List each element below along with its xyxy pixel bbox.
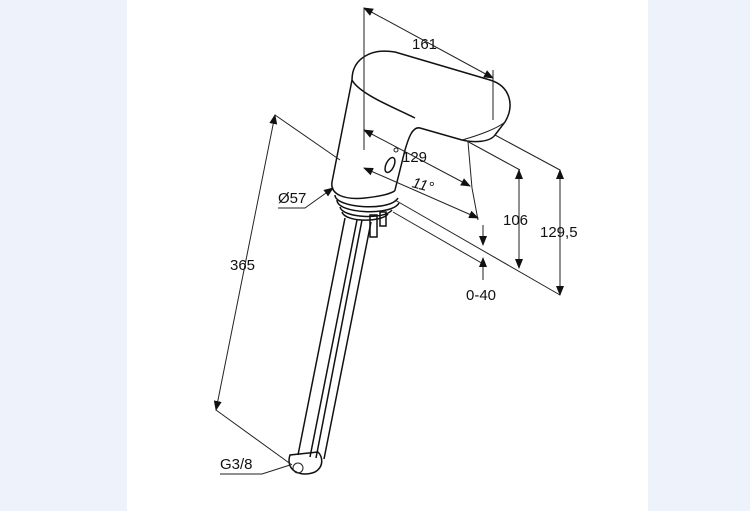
dimension-161: 161 xyxy=(412,36,438,53)
dimension-diameter-57: Ø57 xyxy=(278,190,307,207)
dimension-g3-8: G3/8 xyxy=(220,456,253,473)
dimension-129-5: 129,5 xyxy=(540,224,578,241)
mounting-base xyxy=(334,194,400,238)
dimension-106: 106 xyxy=(503,212,529,229)
supply-hoses xyxy=(288,217,372,475)
dimension-0-40: 0-40 xyxy=(466,287,497,304)
dimension-365: 365 xyxy=(230,257,256,274)
dimension-lines xyxy=(213,7,564,475)
dimension-129: 129 xyxy=(402,149,428,166)
